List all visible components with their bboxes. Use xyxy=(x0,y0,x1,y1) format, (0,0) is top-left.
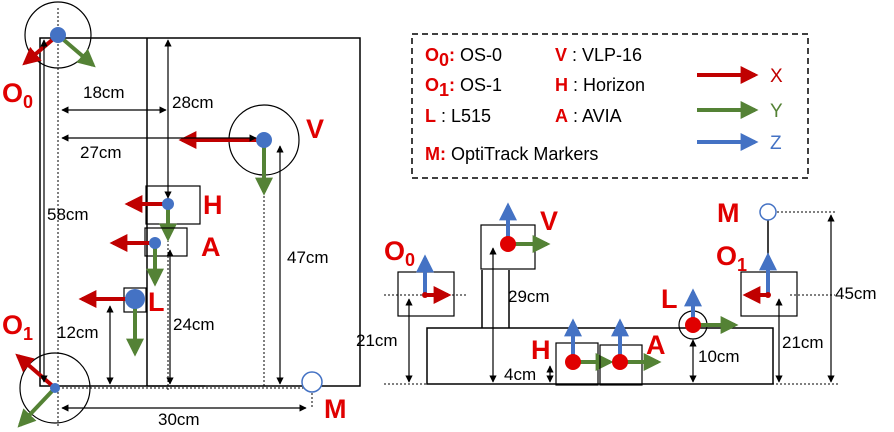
avia-sensor-top xyxy=(109,227,188,287)
legend-item-avia: A : AVIA xyxy=(555,106,622,126)
m-label-top: M xyxy=(324,394,347,424)
l-label-top: L xyxy=(148,287,165,317)
os0-sensor-top xyxy=(22,1,96,69)
legend-x-label: X xyxy=(770,66,783,87)
dim-29cm: 29cm xyxy=(508,287,550,306)
legend-item-optitrack: M: OptiTrack Markers xyxy=(425,144,598,164)
vlp16-sensor-side xyxy=(480,202,551,270)
dim-58cm: 58cm xyxy=(47,205,89,224)
legend-y-label: Y xyxy=(770,101,783,122)
dim-12cm: 12cm xyxy=(57,323,99,342)
dim-47cm: 47cm xyxy=(287,248,329,267)
side-view: O0 V H A xyxy=(356,198,877,386)
optitrack-marker-top xyxy=(301,371,323,393)
legend-item-horizon: H : Horizon xyxy=(555,75,645,95)
l515-sensor-top xyxy=(78,287,147,357)
dim-45cm: 45cm xyxy=(835,284,877,303)
l-label-side: L xyxy=(661,284,678,314)
dim-21cm-right: 21cm xyxy=(782,333,824,352)
l515-sensor-side xyxy=(678,288,739,340)
a-label-top: A xyxy=(201,232,221,262)
vlp16-sensor-top xyxy=(178,104,300,196)
v-label-top: V xyxy=(306,114,324,144)
legend-item-l515: L : L515 xyxy=(425,106,491,126)
legend-item-os0: O0: OS-0 xyxy=(425,45,502,70)
o1-label-top: O1 xyxy=(2,310,33,344)
o0-label-top: O0 xyxy=(2,78,33,112)
os0-sensor-side xyxy=(397,254,455,317)
dim-27cm: 27cm xyxy=(80,143,122,162)
avia-sensor-side xyxy=(599,318,662,386)
o1-label-side: O1 xyxy=(716,241,747,275)
dim-4cm: 4cm xyxy=(504,365,536,384)
os1-sensor-top xyxy=(15,352,91,428)
a-label-side: A xyxy=(646,330,666,360)
dim-18cm: 18cm xyxy=(83,83,125,102)
legend-z-label: Z xyxy=(770,133,782,154)
dim-10cm: 10cm xyxy=(698,347,740,366)
dim-24cm: 24cm xyxy=(173,315,215,334)
legend: O0: OS-0 O1: OS-1 L : L515 M: OptiTrack … xyxy=(411,33,809,179)
m-label-side: M xyxy=(717,198,740,228)
horizon-sensor-top xyxy=(124,185,201,242)
dim-28cm: 28cm xyxy=(172,93,214,112)
dim-30cm: 30cm xyxy=(158,410,200,429)
top-view: O0 O1 V H xyxy=(2,1,361,429)
os1-sensor-side xyxy=(740,252,798,317)
optitrack-marker-side xyxy=(759,203,777,221)
o0-label-side: O0 xyxy=(384,236,415,270)
legend-item-os1: O1: OS-1 xyxy=(425,75,502,100)
horizon-sensor-side xyxy=(555,318,614,386)
dim-21cm-left: 21cm xyxy=(356,331,398,350)
h-label-side: H xyxy=(531,335,551,365)
h-label-top: H xyxy=(203,190,223,220)
legend-item-vlp16: V : VLP-16 xyxy=(555,45,642,65)
v-label-side: V xyxy=(540,206,558,236)
